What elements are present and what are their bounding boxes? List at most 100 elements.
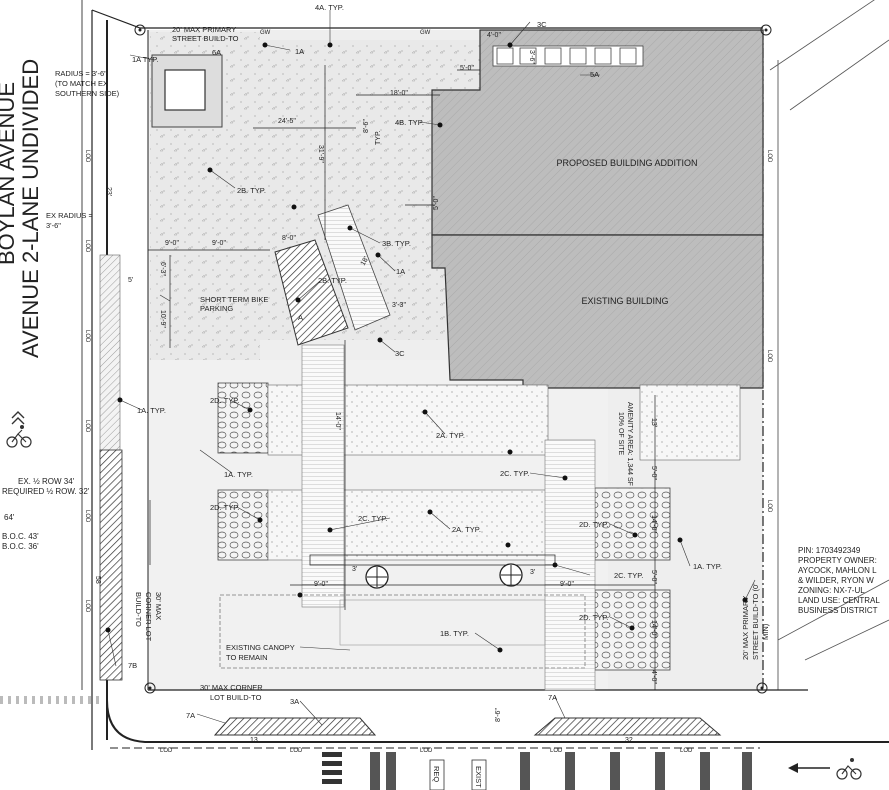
owner-info: PIN: 1703492349 PROPERTY OWNER: AYCOCK, … (798, 546, 880, 615)
callout-2b-mid: 2B. TYP. (318, 276, 347, 285)
callout-6a: 6A (212, 48, 221, 57)
owner-line-3: & WILDER, RYON W (798, 576, 874, 585)
bike-parking-1: SHORT TERM BIKE (200, 295, 268, 304)
lod-left-4: LOD (84, 420, 90, 433)
dim-24-5: 24'-5" (278, 118, 296, 125)
corner-marker-bottom-left (144, 682, 156, 694)
primary-vert-2: STREET BUILD-TO (0' (751, 583, 760, 660)
planter-2d-mid (217, 489, 269, 561)
callout-3a: 3A (290, 697, 299, 706)
dim-9-0-a: 9'-0" (165, 240, 179, 247)
corner-vert-2: CORNER LOT (144, 592, 153, 642)
callout-3c-mid: 3C (395, 349, 405, 358)
dim-58: 58 (94, 576, 101, 584)
corner-marker-top-left (134, 24, 146, 36)
dim-3-3: 3'-3" (392, 302, 406, 309)
callout-7a-left: 7A (186, 711, 195, 720)
callout-1a-typ-right: 1A. TYP. (693, 562, 722, 571)
callout-2d-lower: 2D. TYP. (579, 613, 608, 622)
lod-bottom-2: LOD (290, 748, 303, 754)
curb-return-bottom-left (106, 699, 889, 743)
callout-1a-typ-mid: 1A. TYP. (224, 470, 253, 479)
gw-top-1: GW (260, 30, 271, 36)
dim-8-6: 8'-6" (363, 119, 370, 133)
corner-vert-1: 30' MAX (154, 592, 163, 620)
lod-bottom-5: LOD (680, 748, 693, 754)
lod-left-1: LOD (84, 150, 90, 163)
bike-parking-2: PARKING (200, 304, 233, 313)
bike-rack-left (365, 565, 389, 589)
dim-18: 18' (360, 256, 371, 267)
amenity-line1: AMENITY AREA: 1,344 SF (626, 402, 633, 486)
dim-3-6-top: 3'-6" (528, 50, 535, 64)
lod-right-2: LOD (766, 350, 772, 363)
dim-18-0: 18'-0" (390, 90, 408, 97)
canopy-outline (219, 594, 586, 669)
primary-build-to-1: 20' MAX PRIMARY (172, 25, 236, 34)
callout-2c-right: 2C. TYP. (614, 571, 643, 580)
bottom-street-bars (370, 752, 752, 790)
canopy-note-1: EXISTING CANOPY (226, 643, 295, 652)
owner-line-2: AYCOCK, MAHLON L (798, 566, 877, 575)
callout-2b-upper: 2B. TYP. (237, 186, 266, 195)
canopy-note-2: TO REMAIN (226, 653, 268, 662)
primary-build-to-2: STREET BUILD-TO (172, 34, 239, 43)
paved-path-vertical (301, 344, 345, 608)
dim-32-bottom: 32 (625, 737, 633, 744)
dim-typ: TYP. (375, 130, 382, 145)
canopy-inner (339, 599, 546, 646)
bike-parking-hatch (274, 239, 349, 346)
owner-line-6: BUSINESS DISTRICT (798, 606, 878, 615)
dim-14-0-right-lower: 14'-0" (650, 620, 657, 638)
diagonal-street-line-2 (789, 39, 889, 111)
callout-2a-upper: 2A. TYP. (436, 431, 465, 440)
bike-lane-icon-bottom (836, 758, 862, 780)
lod-bottom-1: LOD (160, 748, 173, 754)
tree-pit-inner (164, 69, 206, 111)
dark-hatched-strip (99, 449, 123, 681)
dim-14-0-right-upper: 14'-0" (650, 515, 657, 533)
stair-ramp (317, 204, 391, 331)
bike-lane-icon (6, 411, 32, 448)
dim-3-right: 3' (530, 569, 535, 576)
lod-bottom-3: LOD (420, 748, 433, 754)
callout-2d-upper: 2D. TYP. (210, 396, 239, 405)
dim-8-6-bottom: 8'-6" (495, 708, 502, 722)
crosswalk (322, 752, 342, 784)
lod-right-1: LOD (766, 150, 772, 163)
dim-64: 64' (4, 513, 15, 522)
radius-note-2: (TO MATCH EX (55, 79, 108, 88)
ex-radius-1: EX RADIUS = (46, 211, 94, 220)
planter-2d-right (594, 487, 671, 561)
existing-building (431, 234, 764, 389)
dim-31-9: 31'-9" (317, 145, 324, 163)
dimension-lines (148, 65, 656, 690)
callout-2d-right: 2D. TYP. (579, 520, 608, 529)
planter-2d-lower (594, 589, 671, 671)
callout-1a-top: 1A (295, 47, 304, 56)
dim-5-0-mid: 5'-0" (433, 196, 440, 210)
callout-2d-mid: 2D. TYP. (210, 503, 239, 512)
callout-3c-top: 3C (537, 20, 547, 29)
diagonal-line-lower (804, 619, 889, 661)
lod-left-6: LOD (84, 600, 90, 613)
dim-5: 5' (128, 277, 133, 284)
dim-9-0-lower-a: 9'-0" (314, 581, 328, 588)
ramp-rail (309, 554, 556, 566)
row-label-1: EX. ½ ROW 34' (18, 477, 75, 486)
radius-note-1: RADIUS = 3'-6" (55, 69, 107, 78)
building-addition-label: PROPOSED BUILDING ADDITION (556, 158, 697, 168)
dim-4-0-bottom: 4'-0" (650, 670, 657, 684)
curb-line-right (777, 579, 889, 641)
primary-vert-1: 20' MAX PRIMARY (741, 596, 750, 660)
callout-1a-typ-top: 1A TYP. (132, 55, 158, 64)
amenity-line2: 10% OF SITE (617, 412, 624, 456)
amenity-block (639, 384, 741, 461)
lod-left-5: LOD (84, 510, 90, 523)
callout-a: A (298, 313, 303, 322)
bike-rack-right (499, 563, 523, 587)
lod-left-2: LOD (84, 240, 90, 253)
lod-markers: LOD LOD LOD LOD LOD LOD LOD LOD LOD LOD … (84, 30, 772, 754)
corner-marker-bottom-right (756, 682, 768, 694)
